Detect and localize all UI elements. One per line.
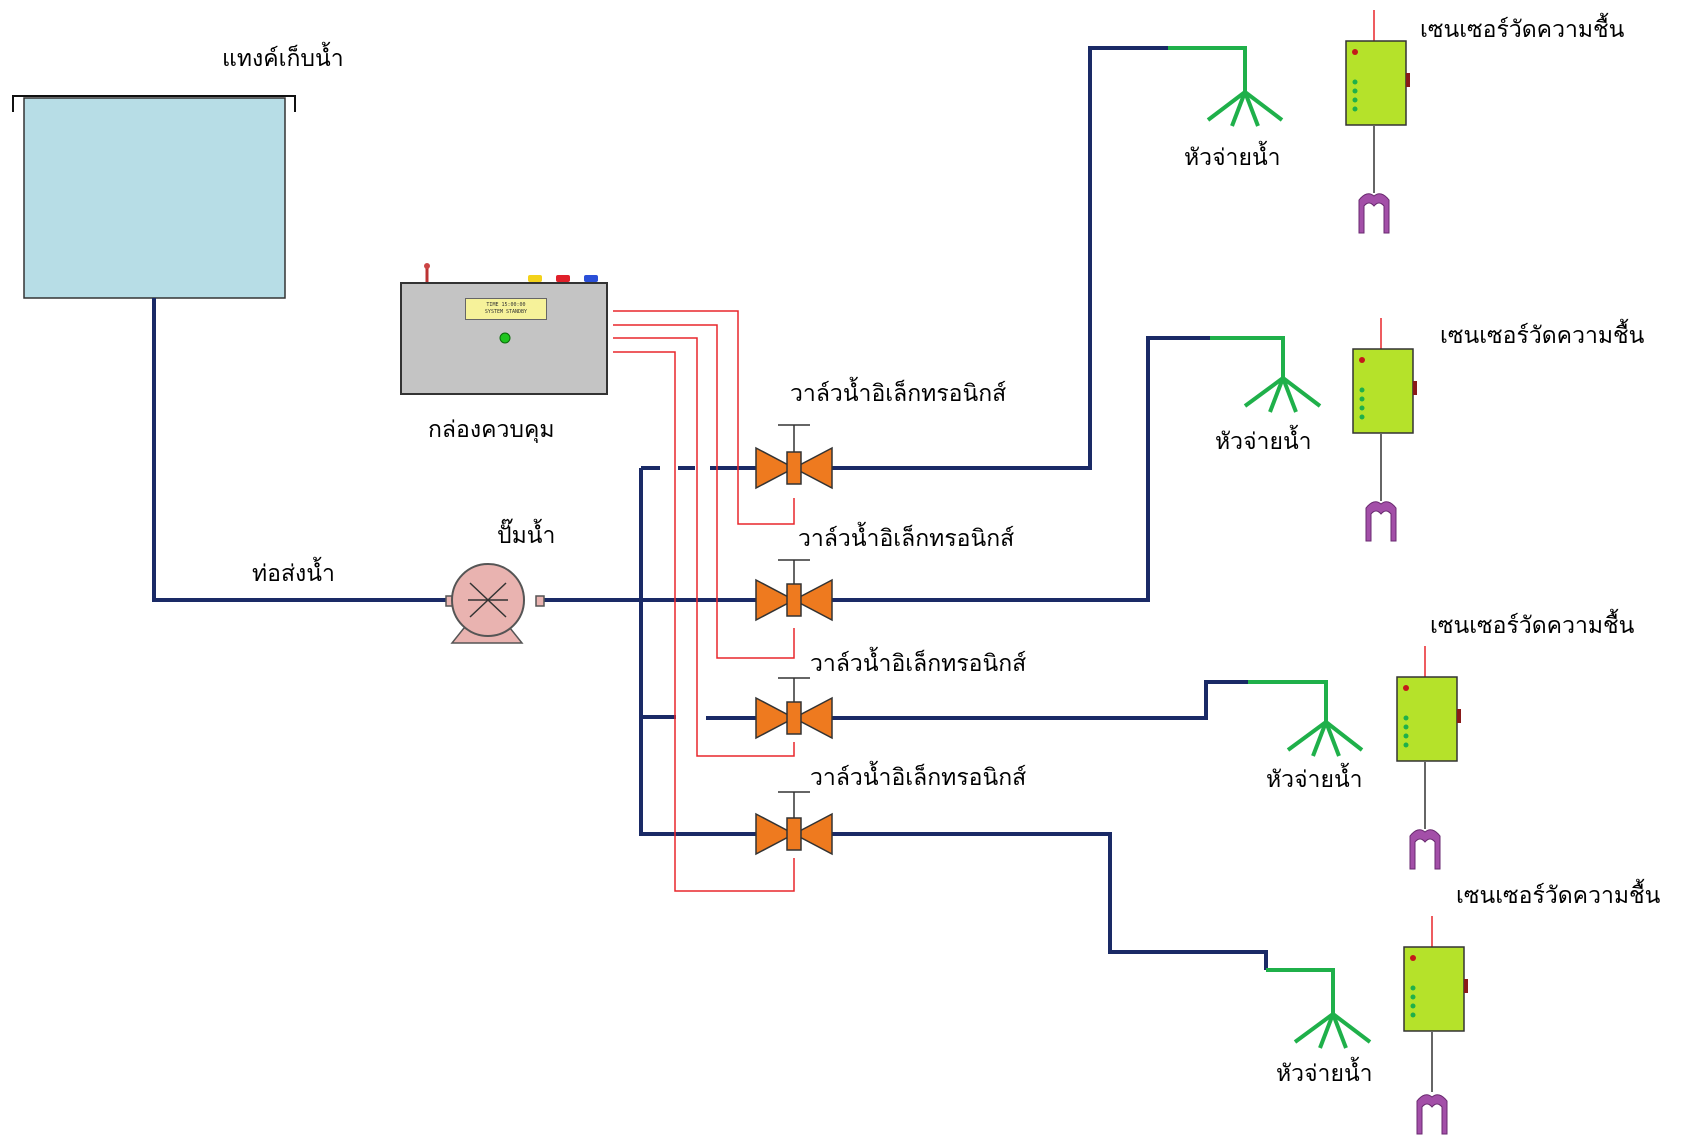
main-pipes xyxy=(152,46,1268,970)
sprinkler-4 xyxy=(1266,968,1372,1049)
water-tank xyxy=(12,95,296,299)
sprinkler-3 xyxy=(1248,680,1364,757)
controller-box xyxy=(400,263,608,395)
valve-label-3: วาล์วน้ำอิเล็กทรอนิกส์ xyxy=(810,651,1027,677)
valve-label-1: วาล์วน้ำอิเล็กทรอนิกส์ xyxy=(790,381,1007,407)
pipe-label: ท่อส่งน้ำ xyxy=(252,561,335,587)
sprinkler-label-2: หัวจ่ายน้ำ xyxy=(1215,429,1312,455)
sprinkler-1 xyxy=(1168,46,1284,127)
control-wires xyxy=(613,310,795,892)
sensor-label-4: เซนเซอร์วัดความชื้น xyxy=(1456,883,1661,909)
moisture-sensor-2 xyxy=(1352,318,1417,542)
sensor-label-3: เซนเซอร์วัดความชื้น xyxy=(1430,613,1635,639)
sprinkler-2 xyxy=(1210,336,1322,413)
sprinkler-label-3: หัวจ่ายน้ำ xyxy=(1266,767,1363,793)
valve-3 xyxy=(755,677,833,740)
display-line-time: TIME 15:00:00 xyxy=(486,302,526,308)
valve-1 xyxy=(755,424,833,490)
moisture-sensor-3 xyxy=(1396,646,1461,870)
water-pump xyxy=(445,563,545,644)
sprinkler-label-4: หัวจ่ายน้ำ xyxy=(1276,1061,1373,1087)
display-line-status: SYSTEM STANDBY xyxy=(484,309,528,315)
moisture-sensor-4 xyxy=(1403,916,1468,1135)
sensor-label-2: เซนเซอร์วัดความชื้น xyxy=(1440,323,1645,349)
controller-display: TIME 15:00:00 SYSTEM STANDBY xyxy=(465,298,547,320)
valve-label-2: วาล์วน้ำอิเล็กทรอนิกส์ xyxy=(798,526,1015,552)
sensor-label-1: เซนเซอร์วัดความชื้น xyxy=(1420,17,1625,43)
valve-label-4: วาล์วน้ำอิเล็กทรอนิกส์ xyxy=(810,765,1027,791)
pump-label: ปั๊มน้ำ xyxy=(497,523,556,549)
moisture-sensor-1 xyxy=(1345,10,1410,234)
valve-4 xyxy=(755,791,833,856)
tank-label: แทงค์เก็บน้ำ xyxy=(222,46,344,72)
valve-2 xyxy=(755,559,833,622)
controller-label: กล่องควบคุม xyxy=(428,417,555,443)
sprinkler-label-1: หัวจ่ายน้ำ xyxy=(1184,145,1281,171)
